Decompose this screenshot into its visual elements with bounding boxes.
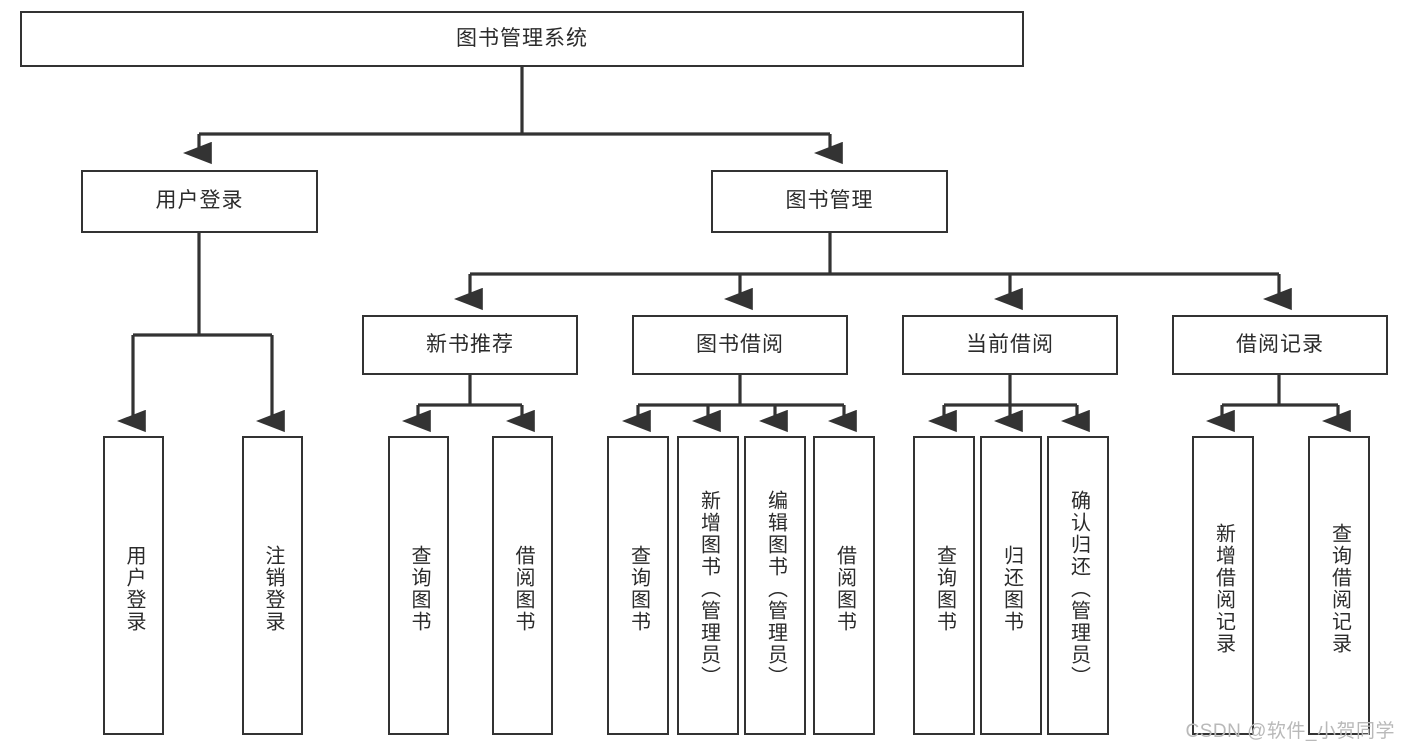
node-leaf-borrow-book-2[interactable]: 借阅图书 — [813, 436, 875, 735]
node-root-label: 图书管理系统 — [456, 26, 588, 50]
node-user-login-label: 用户登录 — [155, 189, 244, 213]
node-leaf-user-login-label: 用户登录 — [123, 544, 145, 633]
node-leaf-user-logout[interactable]: 注销登录 — [242, 436, 303, 735]
node-leaf-return-book[interactable]: 归还图书 — [980, 436, 1042, 735]
node-book-manage[interactable]: 图书管理 — [711, 170, 948, 233]
node-leaf-query-record[interactable]: 查询借阅记录 — [1308, 436, 1370, 735]
watermark-text: CSDN @软件_小贺同学 — [1185, 721, 1395, 742]
node-leaf-query-book-2[interactable]: 查询图书 — [607, 436, 669, 735]
node-leaf-query-book-1[interactable]: 查询图书 — [388, 436, 449, 735]
node-root[interactable]: 图书管理系统 — [20, 11, 1024, 67]
node-leaf-confirm-return-label: 确认归还（管理员） — [1067, 489, 1090, 688]
node-leaf-add-book-label: 新增图书（管理员） — [697, 489, 720, 688]
node-leaf-query-book-2-label: 查询图书 — [627, 544, 650, 633]
node-book-borrow-label: 图书借阅 — [696, 332, 784, 356]
node-leaf-borrow-book-1-label: 借阅图书 — [512, 544, 534, 633]
node-leaf-query-book-3-label: 查询图书 — [933, 544, 956, 633]
node-leaf-edit-book-label: 编辑图书（管理员） — [764, 489, 787, 688]
node-new-book-recommend[interactable]: 新书推荐 — [362, 315, 578, 375]
node-borrow-record-label: 借阅记录 — [1236, 332, 1324, 356]
node-leaf-borrow-book-1[interactable]: 借阅图书 — [492, 436, 553, 735]
node-leaf-add-record[interactable]: 新增借阅记录 — [1192, 436, 1254, 735]
node-borrow-record[interactable]: 借阅记录 — [1172, 315, 1388, 375]
node-new-book-recommend-label: 新书推荐 — [426, 332, 514, 356]
node-leaf-user-login[interactable]: 用户登录 — [103, 436, 164, 735]
node-current-borrow[interactable]: 当前借阅 — [902, 315, 1118, 375]
node-user-login[interactable]: 用户登录 — [81, 170, 318, 233]
node-leaf-query-book-1-label: 查询图书 — [408, 544, 430, 633]
node-leaf-return-book-label: 归还图书 — [1000, 544, 1023, 633]
node-leaf-add-book[interactable]: 新增图书（管理员） — [677, 436, 739, 735]
node-leaf-user-logout-label: 注销登录 — [262, 544, 284, 633]
node-leaf-add-record-label: 新增借阅记录 — [1212, 522, 1235, 655]
node-leaf-query-book-3[interactable]: 查询图书 — [913, 436, 975, 735]
node-book-borrow[interactable]: 图书借阅 — [632, 315, 848, 375]
node-leaf-confirm-return[interactable]: 确认归还（管理员） — [1047, 436, 1109, 735]
node-leaf-edit-book[interactable]: 编辑图书（管理员） — [744, 436, 806, 735]
node-leaf-borrow-book-2-label: 借阅图书 — [833, 544, 856, 633]
node-current-borrow-label: 当前借阅 — [966, 332, 1054, 356]
node-book-manage-label: 图书管理 — [785, 189, 874, 213]
node-leaf-query-record-label: 查询借阅记录 — [1328, 522, 1351, 655]
